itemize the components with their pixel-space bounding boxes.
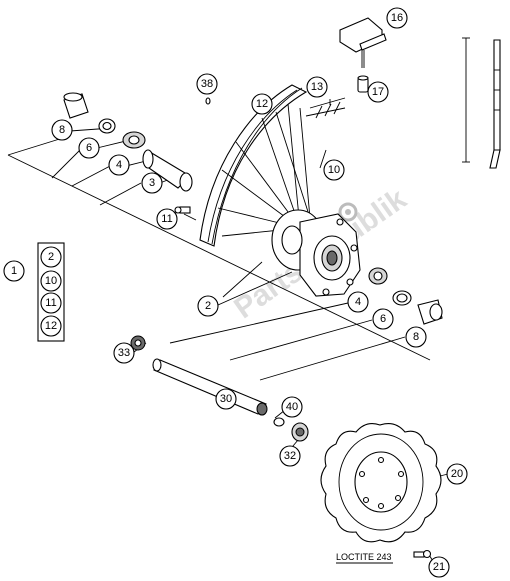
svg-text:2: 2	[205, 300, 211, 312]
washer-part	[273, 417, 285, 427]
bearing-left	[122, 131, 146, 149]
svg-text:10: 10	[328, 164, 340, 176]
loctite-label: LOCTITE 243	[336, 552, 392, 562]
svg-text:10: 10	[45, 275, 57, 287]
spokes-part	[217, 103, 311, 237]
wheel-rim-part	[199, 84, 308, 247]
callout-8: 8	[51, 119, 73, 141]
svg-text:40: 40	[286, 401, 298, 413]
distance-tube	[142, 149, 193, 192]
svg-text:17: 17	[372, 86, 384, 98]
callout-17: 17	[367, 81, 389, 103]
callout-40: 40	[281, 396, 303, 418]
axle-bearing	[130, 335, 146, 351]
axle-nut	[291, 422, 309, 442]
callout-box-11: 11	[40, 292, 62, 314]
callout-11: 11	[156, 208, 178, 230]
svg-text:16: 16	[391, 12, 403, 24]
svg-text:12: 12	[45, 320, 57, 332]
svg-text:1: 1	[11, 265, 17, 277]
watermark-gear-icon	[338, 202, 358, 222]
callout-33: 33	[113, 342, 135, 364]
svg-text:20: 20	[451, 468, 463, 480]
nut-part	[357, 75, 369, 93]
callout-4: 4	[108, 154, 130, 176]
svg-text:13: 13	[311, 81, 323, 93]
spoke-gauge-part	[462, 37, 501, 169]
callout-13: 13	[306, 76, 328, 98]
svg-text:2: 2	[48, 251, 54, 263]
callout-6b: 6	[372, 308, 394, 330]
callout-box-2: 2	[40, 246, 62, 268]
svg-text:33: 33	[118, 347, 130, 359]
callout-3: 3	[141, 172, 163, 194]
callout-12: 12	[251, 93, 273, 115]
svg-text:12: 12	[256, 98, 268, 110]
disc-screw-part	[413, 549, 432, 559]
spacer-sleeve-right	[417, 299, 443, 325]
spoke-nipple	[174, 206, 191, 214]
callout-32: 32	[279, 445, 301, 467]
rim-lock-part	[339, 17, 387, 68]
callout-20: 20	[446, 463, 468, 485]
callout-10: 10	[323, 159, 345, 181]
svg-text:21: 21	[433, 561, 445, 573]
callout-1: 1	[3, 260, 25, 282]
callout-16: 16	[386, 7, 408, 29]
callout-21: 21	[428, 556, 450, 578]
callout-8b: 8	[405, 326, 427, 348]
svg-text:11: 11	[45, 297, 56, 309]
callout-6: 6	[78, 137, 100, 159]
callout-box-10: 10	[40, 270, 62, 292]
svg-text:30: 30	[220, 393, 232, 405]
svg-text:4: 4	[355, 296, 361, 308]
svg-text:4: 4	[116, 159, 122, 171]
brake-disc-part	[320, 423, 442, 543]
svg-text:8: 8	[413, 331, 419, 343]
callout-box-12: 12	[40, 315, 62, 337]
svg-text:3: 3	[149, 177, 155, 189]
callout-30: 30	[215, 388, 237, 410]
svg-text:6: 6	[380, 313, 386, 325]
spacer-sleeve-left	[63, 92, 89, 119]
callout-4b: 4	[347, 291, 369, 313]
callout-2: 2	[197, 295, 219, 317]
svg-text:38: 38	[201, 78, 213, 90]
seal-ring-right	[392, 290, 412, 306]
callout-38: 38	[196, 73, 218, 95]
leader-lines	[7, 87, 449, 564]
bearing-right	[368, 267, 388, 285]
small-pin-part	[205, 97, 211, 105]
svg-text:6: 6	[86, 142, 92, 154]
svg-text:11: 11	[161, 213, 172, 225]
hub-part	[271, 209, 361, 297]
seal-ring-left-inner	[102, 121, 112, 131]
svg-text:32: 32	[284, 450, 296, 462]
svg-text:8: 8	[59, 124, 65, 136]
axle-part	[152, 358, 268, 416]
rim-tape-part	[305, 97, 346, 119]
